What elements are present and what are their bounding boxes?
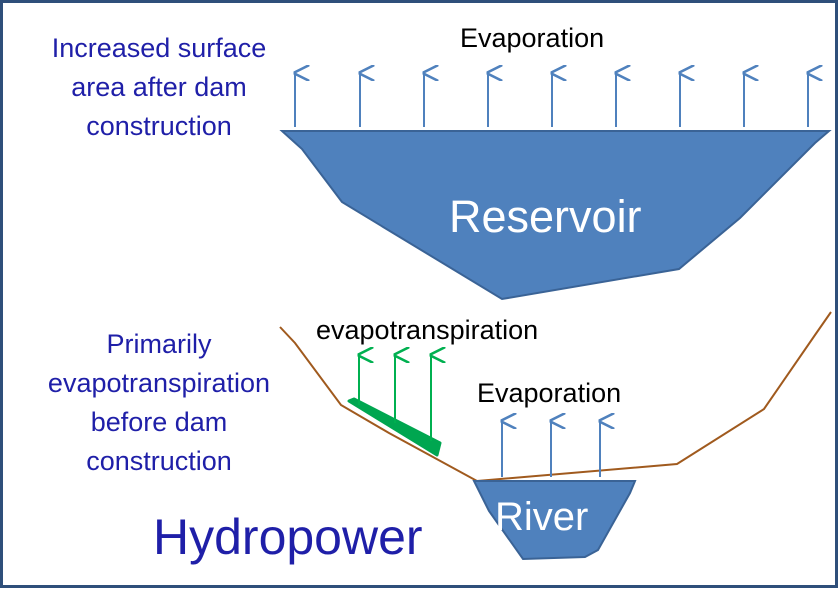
evaporation-label-top: Evaporation	[460, 23, 605, 53]
river-note: Primarily evapotranspiration before dam …	[25, 325, 293, 481]
river-note-line: before dam	[90, 407, 228, 437]
river-note-line: evapotranspiration	[47, 368, 271, 398]
river-note-line: Primarily	[106, 329, 212, 359]
reservoir-note-line: area after dam	[71, 72, 247, 102]
river-label: River	[495, 495, 589, 539]
river-shape	[472, 480, 637, 561]
evaporation-arrows-bottom	[502, 421, 600, 477]
reservoir-note: Increased surface area after dam constru…	[29, 29, 289, 146]
evaporation-label-bottom: Evaporation	[477, 378, 622, 408]
diagram-graphics	[279, 3, 832, 561]
river-note-line: construction	[86, 446, 232, 476]
reservoir-shape	[279, 130, 832, 301]
reservoir-note-line: construction	[86, 111, 232, 141]
evaporation-arrows-top	[295, 73, 808, 127]
vegetation-strip	[347, 397, 442, 457]
reservoir-note-line: Increased surface	[51, 33, 267, 63]
reservoir-label: Reservoir	[449, 191, 642, 242]
diagram-title: Hydropower	[153, 509, 423, 565]
evapotranspiration-arrows	[359, 355, 431, 441]
evapotranspiration-label: evapotranspiration	[316, 315, 539, 345]
